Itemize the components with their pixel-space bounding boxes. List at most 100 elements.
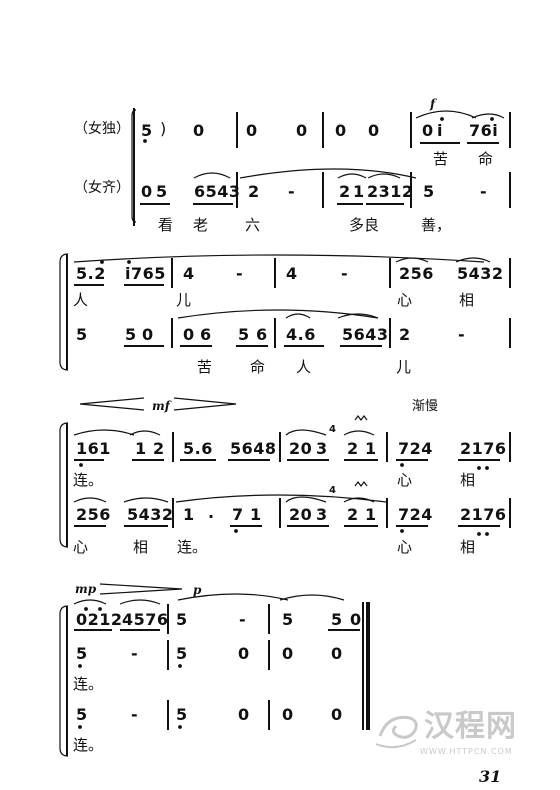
- ritardando-mark: 渐慢: [412, 399, 439, 414]
- note: 724: [398, 439, 433, 458]
- note: 256: [399, 264, 434, 283]
- note: 5: [76, 644, 88, 663]
- octave-dot: [78, 725, 82, 729]
- beam: [396, 459, 428, 461]
- note: i765: [125, 264, 166, 283]
- note: 0: [246, 121, 258, 140]
- beam: [74, 284, 104, 286]
- note: .: [208, 503, 215, 522]
- note: 5: [176, 644, 188, 663]
- barline: [509, 432, 511, 462]
- note: -: [236, 264, 244, 283]
- note: 724: [398, 505, 433, 524]
- note: 1: [365, 505, 377, 524]
- watermark-logo-icon: [375, 715, 418, 749]
- note: 0: [422, 121, 434, 140]
- note: 5: [76, 705, 88, 724]
- lyric: 心: [397, 538, 413, 556]
- note: 3: [316, 505, 328, 524]
- lyric: 心: [397, 291, 413, 309]
- note: 1: [365, 439, 377, 458]
- octave-dot: [100, 260, 104, 264]
- lyric: 人: [296, 358, 312, 376]
- slur: [343, 430, 375, 436]
- beam: [74, 629, 112, 631]
- octave-dot: [485, 466, 489, 470]
- tie: [239, 168, 417, 179]
- barline: [410, 172, 412, 208]
- note: 5: [141, 121, 153, 140]
- note: 5: [331, 610, 343, 629]
- lyric: 儿: [396, 358, 412, 376]
- slur: [193, 172, 231, 179]
- barline: [509, 112, 511, 148]
- octave-dot: [477, 532, 481, 536]
- note: 0: [193, 121, 205, 140]
- lyric: 苦: [197, 358, 213, 376]
- note: 2: [347, 505, 359, 524]
- note: 5: [423, 182, 435, 201]
- octave-dot: [98, 607, 102, 611]
- tie: [177, 593, 289, 601]
- barline: [167, 604, 169, 634]
- brace-line: [66, 423, 68, 547]
- note: 5: [76, 325, 88, 344]
- barline: [172, 498, 174, 528]
- note: -: [288, 182, 296, 201]
- dynamic-p: p: [193, 583, 202, 597]
- barline: [274, 318, 276, 348]
- lyric: 人: [73, 291, 89, 309]
- beam: [344, 525, 378, 527]
- slur: [337, 173, 367, 179]
- octave-dot: [234, 529, 238, 533]
- beam: [132, 459, 164, 461]
- note: 6543: [194, 182, 241, 201]
- note: -: [239, 610, 247, 629]
- barline: [386, 498, 388, 528]
- octave-dot: [178, 664, 182, 668]
- beam: [328, 629, 360, 631]
- barline: [167, 640, 169, 670]
- barline: [389, 318, 391, 348]
- slur: [471, 113, 505, 119]
- note: 5643: [342, 325, 389, 344]
- note: 4: [183, 264, 195, 283]
- vibrato-mark: [354, 415, 368, 421]
- dynamic-mf: mf: [152, 399, 170, 413]
- barline: [509, 498, 511, 528]
- note: 0: [142, 325, 154, 344]
- octave-dot: [440, 117, 444, 121]
- note: 3: [316, 439, 328, 458]
- barline: [322, 172, 324, 208]
- beam: [337, 203, 363, 205]
- note: 0: [238, 644, 250, 663]
- barline: [279, 498, 281, 528]
- beam: [467, 142, 499, 144]
- note: 4576: [122, 610, 169, 629]
- beam: [458, 525, 500, 527]
- note: 2: [153, 439, 165, 458]
- note: 0: [238, 705, 250, 724]
- note: -: [131, 644, 139, 663]
- beam: [366, 203, 404, 205]
- note: 5: [176, 610, 188, 629]
- lyric: 连。: [73, 471, 104, 489]
- beam: [120, 629, 160, 631]
- note: 0: [296, 121, 308, 140]
- lyric: 心: [73, 538, 89, 556]
- slur: [285, 313, 311, 319]
- lyric: 心: [397, 471, 413, 489]
- note: -: [131, 705, 139, 724]
- part-label-solo: （女独）: [74, 121, 130, 137]
- note: 0: [331, 644, 343, 663]
- beam: [230, 525, 262, 527]
- octave-dot: [477, 466, 481, 470]
- note: 5.2: [76, 264, 106, 283]
- note: 5: [156, 182, 168, 201]
- note: 0: [183, 325, 195, 344]
- slur: [177, 309, 379, 319]
- note: 5432: [127, 505, 174, 524]
- hairpin-decrescendo: [173, 397, 237, 411]
- bracket-system-4: [59, 605, 69, 757]
